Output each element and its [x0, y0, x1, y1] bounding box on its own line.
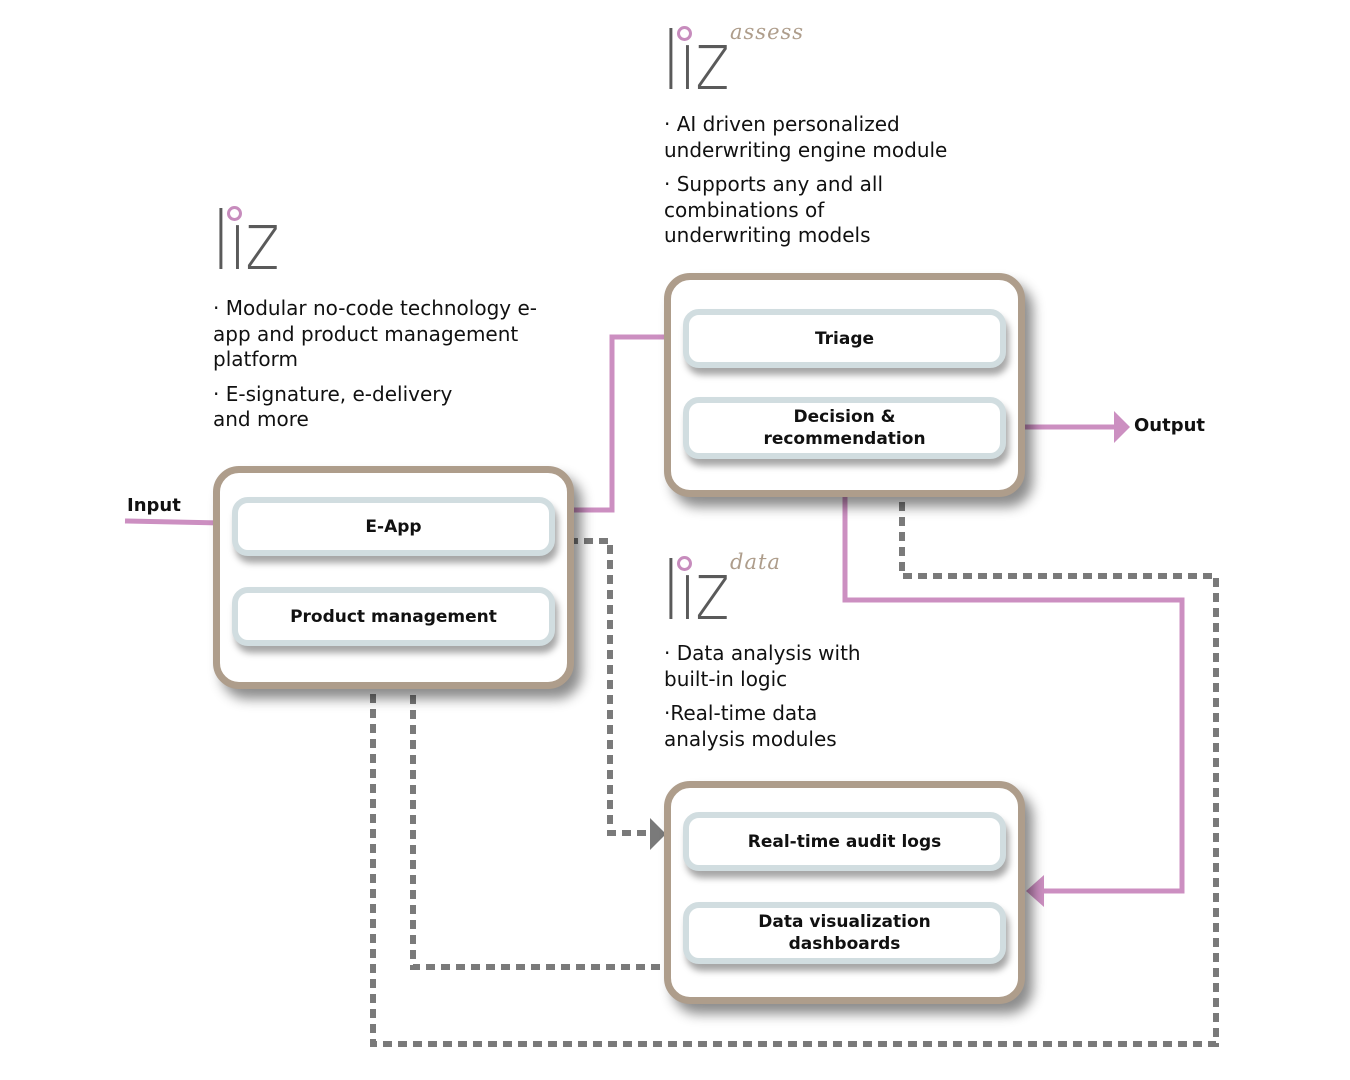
arrowhead-output [1114, 411, 1130, 443]
arrowhead-audit-logs-in [650, 818, 666, 850]
liz-bullet-2: · E-signature, e-delivery and more [213, 381, 453, 432]
liz-data-logo-suffix: data [730, 550, 781, 574]
liz-assess-logo: liz assess [662, 15, 803, 108]
triage-box[interactable]: Triage [683, 309, 1006, 368]
flow-eapp-to-triage [554, 334, 672, 513]
liz-assess-module [664, 273, 1025, 497]
liz-logo: liz [212, 195, 292, 288]
liz-description: · Modular no-code technology e-app and p… [213, 296, 553, 442]
liz-logo-dot-icon [227, 206, 242, 221]
flow-input-to-eapp [124, 518, 223, 526]
product-management-box[interactable]: Product management [232, 587, 555, 646]
liz-data-logo: liz data [662, 545, 780, 638]
liz-assess-logo-suffix: assess [730, 20, 805, 44]
input-label: Input [127, 495, 181, 516]
liz-logo-text: liz [212, 195, 280, 288]
product-management-label: Product management [290, 606, 497, 627]
decision-recommendation-box[interactable]: Decision & recommendation [683, 397, 1006, 459]
liz-bullet-1: · Modular no-code technology e-app and p… [213, 296, 537, 371]
liz-data-bullet-2: ·Real-time data analysis modules [664, 701, 837, 751]
liz-assess-description: · AI driven personalized underwriting en… [664, 112, 984, 258]
triage-label: Triage [814, 328, 875, 349]
flow-data-to-product-mgmt [410, 666, 660, 970]
flow-decision-to-data [842, 458, 1185, 894]
liz-data-bullet-1: · Data analysis with built-in logic [664, 641, 861, 691]
data-visualization-label: Data visualization dashboards [758, 912, 931, 954]
liz-assess-bullet-1: · AI driven personalized underwriting en… [664, 112, 948, 162]
arrowhead-data-in [1026, 875, 1044, 907]
liz-data-logo-dot-icon [677, 556, 692, 571]
liz-data-description: · Data analysis with built-in logic ·Rea… [664, 641, 884, 761]
eapp-label: E-App [365, 516, 422, 537]
liz-data-logo-text: liz [662, 545, 730, 638]
liz-assess-logo-text: liz [662, 15, 730, 108]
liz-assess-logo-dot-icon [677, 26, 692, 41]
flow-eapp-to-audit-logs [554, 538, 650, 836]
decision-recommendation-label: Decision & recommendation [763, 407, 926, 449]
eapp-box[interactable]: E-App [232, 497, 555, 556]
output-label: Output [1134, 415, 1206, 436]
data-visualization-box[interactable]: Data visualization dashboards [683, 902, 1006, 964]
flow-assess-to-product-mgmt [370, 502, 1219, 1047]
audit-logs-box[interactable]: Real-time audit logs [683, 812, 1006, 871]
audit-logs-label: Real-time audit logs [747, 831, 942, 852]
liz-assess-bullet-2: · Supports any and all combinations of u… [664, 172, 884, 247]
